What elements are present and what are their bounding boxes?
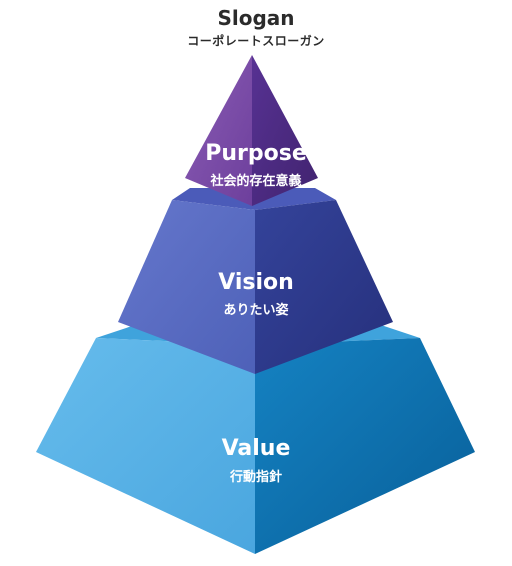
purpose-label-jp: 社会的存在意義 xyxy=(210,174,302,189)
value-tier-right-face xyxy=(255,338,475,554)
purpose-tier-left-face xyxy=(185,55,252,206)
slogan-title: Slogan xyxy=(217,6,295,30)
value-label-jp: 行動指針 xyxy=(229,470,282,485)
vision-tier xyxy=(118,188,393,374)
vision-label-jp: ありたい姿 xyxy=(223,303,289,318)
purpose-label-en: Purpose xyxy=(205,141,307,166)
value-label-en: Value xyxy=(221,436,291,461)
value-tier-left-face xyxy=(36,338,255,554)
vision-label-en: Vision xyxy=(218,270,294,295)
purpose-label: Purpose xyxy=(0,141,512,166)
slogan-subtitle: コーポレートスローガン xyxy=(187,34,325,48)
purpose-tier xyxy=(185,55,318,206)
vision-tier-left-face xyxy=(118,200,255,374)
purpose-tier-right-face xyxy=(252,55,318,206)
vision-tier-right-face xyxy=(255,200,393,374)
